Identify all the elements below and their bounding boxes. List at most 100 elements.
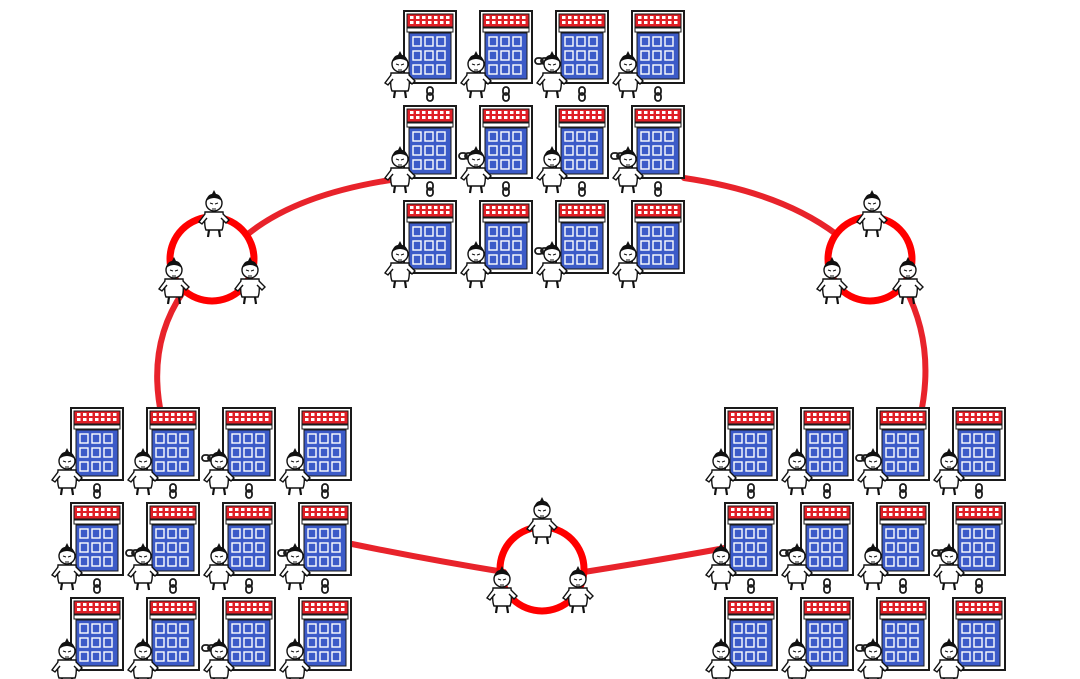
person-icon (50, 448, 83, 496)
link-lines (154, 175, 929, 575)
person-icon (855, 190, 888, 238)
building-clusters (70, 10, 1006, 671)
office-building-icon (876, 502, 930, 576)
office-building-icon (631, 200, 685, 274)
chain-link-icon (975, 578, 983, 594)
office-building-icon (146, 407, 200, 481)
person-icon (704, 448, 737, 496)
person-icon (780, 543, 813, 591)
link-br-to-bottom-ring (581, 545, 728, 575)
person-icon (780, 448, 813, 496)
person-icon (932, 543, 965, 591)
person-icon (780, 638, 813, 679)
person-icon (611, 51, 644, 99)
office-building-icon (403, 10, 457, 84)
office-building-icon (555, 200, 609, 274)
office-building-icon (222, 502, 276, 576)
chain-link-icon (321, 578, 329, 594)
person-icon (535, 146, 568, 194)
chain-link-icon (169, 578, 177, 594)
person-icon (278, 543, 311, 591)
person-icon (525, 497, 558, 545)
person-icon (856, 638, 889, 679)
link-bl-to-bottom-ring (349, 541, 507, 575)
chain-link-icon (502, 181, 510, 197)
person-icon (126, 448, 159, 496)
person-icon (485, 566, 518, 614)
office-building-icon (479, 10, 533, 84)
link-right-ring-to-br (902, 285, 929, 421)
person-icon (197, 190, 230, 238)
bottom-right-cluster (724, 407, 1006, 671)
office-building-icon (555, 10, 609, 84)
person-icon (383, 241, 416, 289)
chain-link-icon (899, 578, 907, 594)
office-building-icon (876, 407, 930, 481)
chain-link-icon (245, 578, 253, 594)
office-building-icon (724, 407, 778, 481)
office-building-icon (724, 597, 778, 671)
person-icon (50, 543, 83, 591)
person-icon (561, 566, 594, 614)
person-icon (126, 638, 159, 679)
chain-link-icon (502, 86, 510, 102)
person-icon (459, 146, 492, 194)
chain-link-icon (426, 181, 434, 197)
person-icon (50, 638, 83, 679)
chain-link-icon (975, 483, 983, 499)
office-building-icon (298, 502, 352, 576)
person-icon (856, 448, 889, 496)
person-icon (157, 257, 190, 305)
office-building-icon (952, 597, 1006, 671)
person-icon (932, 448, 965, 496)
chain-link-icon (578, 181, 586, 197)
person-icon (932, 638, 965, 679)
chain-link-icon (169, 483, 177, 499)
person-icon (459, 241, 492, 289)
bottom-left-cluster (70, 407, 352, 671)
office-building-icon (555, 105, 609, 179)
office-building-icon (724, 502, 778, 576)
office-building-icon (70, 502, 124, 576)
chain-link-icon (747, 578, 755, 594)
chain-link-icon (654, 86, 662, 102)
person-icon (202, 543, 235, 591)
person-icon (704, 638, 737, 679)
chain-link-icon (899, 483, 907, 499)
person-icon (383, 146, 416, 194)
office-building-icon (70, 597, 124, 671)
chain-link-icon (93, 483, 101, 499)
office-building-icon (952, 502, 1006, 576)
office-building-icon (631, 10, 685, 84)
chain-link-icon (321, 483, 329, 499)
office-building-icon (876, 597, 930, 671)
person-icon (126, 543, 159, 591)
office-building-icon (800, 597, 854, 671)
person-icon (891, 257, 924, 305)
office-building-icon (403, 105, 457, 179)
person-icon (278, 448, 311, 496)
office-building-icon (222, 407, 276, 481)
office-building-icon (403, 200, 457, 274)
office-building-icon (631, 105, 685, 179)
chain-link-icon (578, 86, 586, 102)
office-building-icon (800, 502, 854, 576)
person-icon (202, 638, 235, 679)
chain-link-icon (245, 483, 253, 499)
person-icon (611, 146, 644, 194)
chain-link-icon (426, 86, 434, 102)
office-building-icon (479, 105, 533, 179)
office-building-icon (298, 407, 352, 481)
office-building-icon (479, 200, 533, 274)
office-building-icon (146, 597, 200, 671)
person-icon (202, 448, 235, 496)
chain-link-icon (93, 578, 101, 594)
office-building-icon (146, 502, 200, 576)
person-icon (856, 543, 889, 591)
link-top-to-left-ring (245, 175, 407, 237)
chain-link-icon (823, 578, 831, 594)
people (50, 51, 965, 679)
office-building-icon (222, 597, 276, 671)
chain-link-icon (747, 483, 755, 499)
office-building-icon (298, 597, 352, 671)
